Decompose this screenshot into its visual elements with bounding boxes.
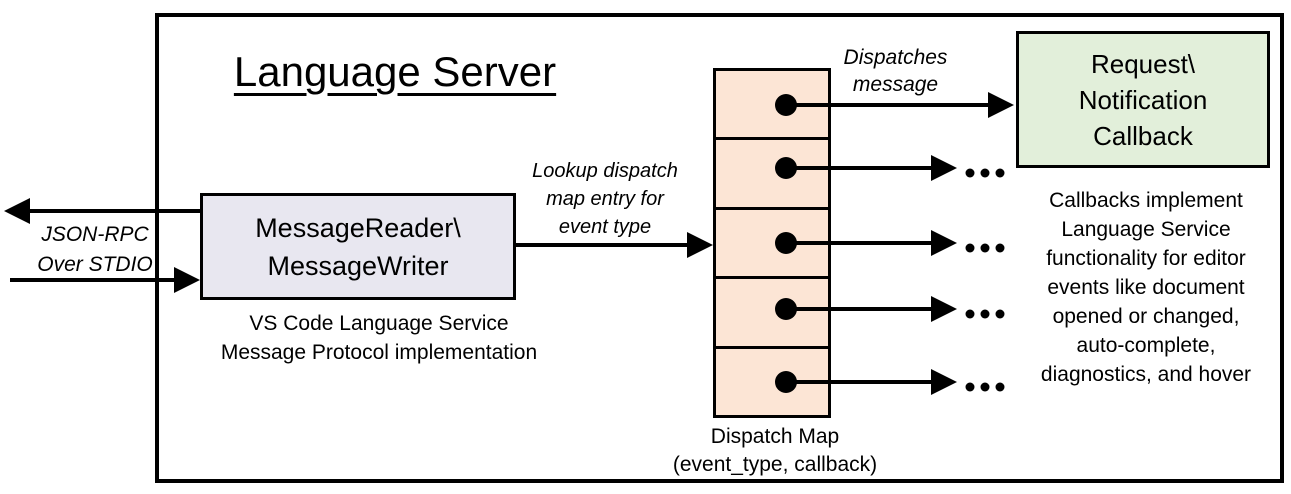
dispatches-label-line1: Dispatches [843,46,948,69]
callback-notes-text: Callbacks implement Language Service fun… [1020,186,1272,389]
lookup-dispatch-label: Lookup dispatch map entry for event type [512,157,698,241]
dispatch-map-caption: Dispatch Map (event_type, callback) [650,423,900,479]
message-caption-line2: Message Protocol implementation [220,341,538,364]
request-notification-callback-box: Request\ Notification Callback [1016,31,1270,168]
dispatch-map-cell-1 [716,71,828,141]
lookup-label-line3: event type [558,216,652,238]
dispatch-map-cell-3 [716,209,828,280]
callback-notes-line6: auto-complete, [1076,334,1216,357]
diagram-title: Language Server [233,48,557,95]
language-server-boundary-box [155,13,1284,483]
callback-notes-line3: functionality for editor [1046,247,1246,270]
dispatch-map-table [713,68,831,418]
message-caption-line1: VS Code Language Service [249,312,509,335]
callback-box-label-line2: Notification [1078,84,1208,115]
lookup-label-line1: Lookup dispatch [532,160,678,182]
callback-notes-line2: Language Service [1061,218,1231,241]
dispatches-label-line2: message [852,73,939,96]
dispatch-caption-line1: Dispatch Map [710,425,840,448]
callback-box-label-line1: Request\ [1090,48,1196,79]
dispatch-caption-line2: (event_type, callback) [672,453,878,476]
lookup-label-line2: map entry for [546,188,664,210]
message-box-caption: VS Code Language Service Message Protoco… [195,309,563,367]
callback-notes-line4: events like document [1047,276,1245,299]
json-rpc-stdio-label: JSON-RPC Over STDIO [20,220,170,280]
callback-box-label-line3: Callback [1093,120,1193,151]
dispatch-map-cell-2 [716,140,828,210]
dispatch-map-cell-5 [716,348,828,416]
callback-notes-line1: Callbacks implement [1049,189,1243,212]
callback-notes-line5: opened or changed, [1052,305,1240,328]
message-box-label-line2: MessageWriter [267,250,449,281]
json-rpc-label-line2: Over STDIO [37,253,153,276]
dispatches-message-label: Dispatches message [823,44,968,98]
dispatch-map-cell-4 [716,279,828,349]
json-rpc-label-line1: JSON-RPC [41,223,149,246]
message-reader-writer-box: MessageReader\ MessageWriter [200,193,516,300]
message-box-label-line1: MessageReader\ [255,212,461,243]
callback-notes-line7: diagnostics, and hover [1040,363,1252,386]
